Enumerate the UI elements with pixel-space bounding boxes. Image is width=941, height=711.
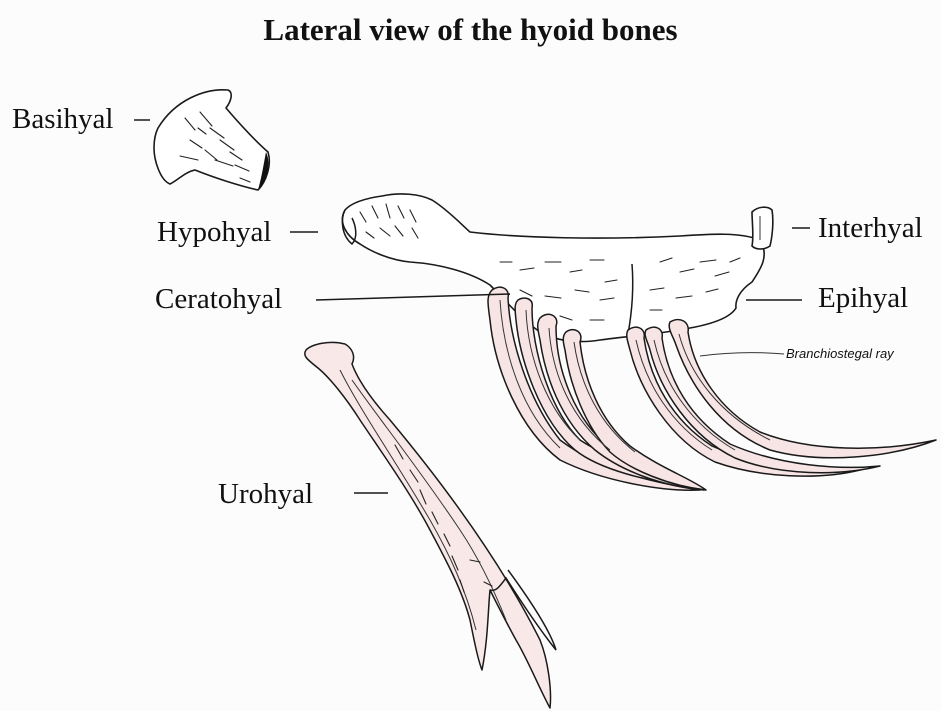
label-basihyal: Basihyal [12,105,114,134]
ceratohyal-leader [316,294,510,300]
label-ceratohyal: Ceratohyal [155,285,282,314]
branchiostegal-leader [700,353,784,356]
label-branchiostegal-ray: Branchiostegal ray [786,347,894,360]
label-hypohyal: Hypohyal [157,218,271,247]
interhyal-bone [752,207,773,249]
branchiostegal-rays-posterior [627,320,936,477]
label-epihyal: Epihyal [818,284,908,313]
basihyal-bone [154,90,269,190]
label-interhyal: Interhyal [818,214,923,243]
label-urohyal: Urohyal [218,480,313,509]
